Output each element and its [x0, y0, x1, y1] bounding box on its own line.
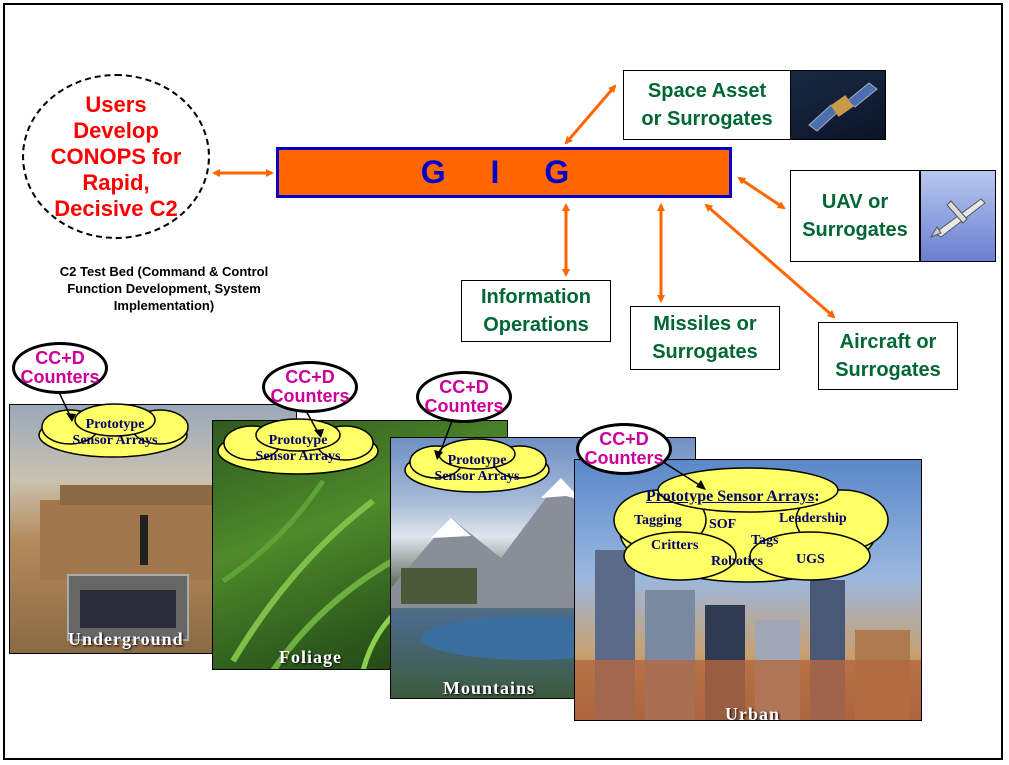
urban-item-leadership: Leadership	[779, 511, 847, 526]
gig-bar: G I G	[276, 147, 732, 198]
users-conops-text: Users Develop CONOPS for Rapid, Decisive…	[50, 91, 182, 221]
urban-skyline	[575, 550, 921, 720]
arrow-gig-uav	[737, 176, 786, 210]
aircraft-box: Aircraft or Surrogates	[818, 322, 958, 390]
ccd-counters-urban: CC+D Counters	[576, 423, 672, 475]
mountains-label: Mountains	[443, 678, 536, 698]
ccd-counters-underground: CC+D Counters	[12, 342, 108, 394]
c2-test-bed-caption: C2 Test Bed (Command & Control Function …	[59, 264, 269, 313]
information-operations-label: Information Operations	[481, 286, 591, 336]
uav-box: UAV or Surrogates	[790, 170, 920, 262]
space-asset-box: Space Asset or Surrogates	[623, 70, 791, 140]
ccd-counters-foliage: CC+D Counters	[262, 361, 358, 413]
gig-label: G I G	[420, 154, 588, 190]
underground-cloud-text: Prototype Sensor Arrays	[72, 417, 158, 448]
uav-image	[920, 170, 996, 262]
uav-plane-icon	[929, 198, 986, 239]
arrow-gig-space	[564, 84, 617, 145]
satellite-icon	[808, 82, 878, 132]
foliage-cloud-text: Prototype Sensor Arrays	[255, 433, 341, 464]
users-conops-ellipse: Users Develop CONOPS for Rapid, Decisive…	[22, 74, 210, 239]
urban-item-sof: SOF	[709, 517, 737, 532]
urban-cloud-title: Prototype Sensor Arrays	[646, 488, 815, 505]
satellite-image	[790, 70, 886, 140]
urban-cloud-title-wrap: Prototype Sensor Arrays:	[646, 488, 820, 506]
urban-item-robotics: Robotics	[711, 554, 764, 569]
urban-item-ugs: UGS	[796, 552, 825, 567]
urban-item-tagging: Tagging	[634, 513, 682, 528]
urban-item-critters: Critters	[651, 538, 699, 553]
foliage-label: Foliage	[279, 647, 342, 667]
underground-scene	[40, 485, 240, 641]
information-operations-box: Information Operations	[461, 280, 611, 342]
ccd-counters-mountains: CC+D Counters	[416, 371, 512, 423]
underground-label: Underground	[68, 629, 184, 649]
slide-frame	[3, 3, 1003, 760]
urban-label: Urban	[725, 704, 781, 721]
arrow-gig-aircraft	[704, 203, 836, 319]
cloud-mountains	[404, 438, 550, 493]
cloud-foliage	[217, 418, 379, 475]
space-asset-label: Space Asset or Surrogates	[641, 80, 773, 130]
missiles-label: Missiles or Surrogates	[652, 313, 758, 363]
urban-item-tags: Tags	[751, 533, 779, 548]
cloud-urban	[613, 467, 889, 583]
mountains-cloud-text: Prototype Sensor Arrays	[434, 453, 520, 484]
cloud-underground	[38, 403, 189, 458]
urban-cloud-colon: :	[814, 488, 820, 505]
aircraft-label: Aircraft or Surrogates	[835, 331, 941, 381]
